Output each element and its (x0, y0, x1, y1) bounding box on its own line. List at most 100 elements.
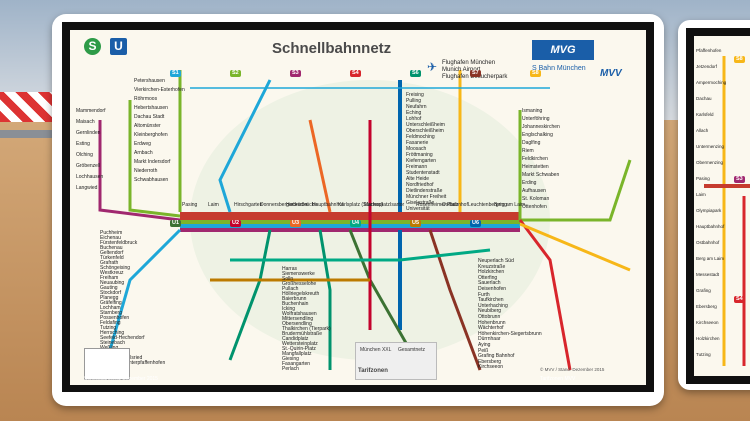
station-label[interactable]: Fürstenfeldbruck (100, 240, 138, 246)
side-station-label[interactable]: Grafing (696, 288, 711, 293)
station-label[interactable]: Sauerlach (478, 280, 501, 287)
station-label[interactable]: Pullach (282, 286, 299, 292)
side-station-label[interactable]: Karlsfeld (696, 112, 714, 117)
station-label[interactable]: Feldmoching (406, 134, 435, 140)
side-station-label[interactable]: Olympiapark (696, 208, 722, 213)
station-label[interactable]: Höhenkirchen-Siegertsbrunn (478, 330, 542, 337)
line-badge[interactable]: S1 (170, 70, 181, 77)
station-label[interactable]: Geltendorf (100, 250, 124, 256)
station-label[interactable]: Eching (406, 110, 422, 116)
station-label[interactable]: Unterschleißheim (406, 122, 445, 128)
station-label[interactable]: Lohhof (406, 116, 422, 122)
station-label[interactable]: Eichenau (100, 235, 121, 241)
line-badge[interactable]: S2 (230, 70, 241, 77)
side-station-label[interactable]: Messestadt (696, 272, 720, 277)
station-label[interactable]: Esting (76, 141, 90, 147)
station-label[interactable]: Otterfing (478, 274, 498, 281)
station-label[interactable]: Dachau Stadt (134, 114, 165, 120)
station-label[interactable]: Universität (406, 206, 430, 212)
station-label[interactable]: Gröbenzell (76, 163, 101, 169)
station-label[interactable]: Nordfriedhof (406, 182, 434, 188)
station-label[interactable]: Hebertshausen (134, 105, 168, 111)
trunk-station-label[interactable]: Marienplatz (364, 202, 390, 208)
station-label[interactable]: Olching (76, 152, 93, 158)
trunk-station-label[interactable]: Pasing (182, 202, 198, 208)
station-label[interactable]: Siemenswerke (282, 271, 315, 277)
station-label[interactable]: Harras (282, 266, 298, 272)
station-label[interactable]: Icking (282, 306, 296, 312)
side-station-label[interactable]: Holzkirchen (696, 336, 720, 341)
station-label[interactable]: Seefeld-Hechendorf (100, 335, 145, 341)
station-label[interactable]: Aufhausen (522, 188, 546, 194)
station-label[interactable]: Grafing Bahnhof (478, 353, 515, 360)
station-label[interactable]: Holzkirchen (478, 269, 505, 276)
station-label[interactable]: Thalkirchen (Tierpark) (282, 326, 331, 332)
station-label[interactable]: Obersendling (282, 321, 312, 327)
side-station-label[interactable]: Pasing (696, 176, 710, 181)
station-label[interactable]: Pulling (406, 98, 422, 104)
line-badge[interactable]: S4 (350, 70, 361, 77)
station-label[interactable]: Giesing (282, 356, 299, 362)
trunk-station-label[interactable]: Hirschgarten (234, 202, 263, 208)
station-label[interactable]: Oberschleißheim (406, 128, 444, 134)
station-label[interactable]: Giselastraße (406, 200, 435, 206)
station-label[interactable]: Herrsching (100, 330, 125, 336)
station-label[interactable]: Puchheim (100, 230, 123, 236)
station-label[interactable]: St.-Quirin-Platz (282, 346, 316, 352)
station-label[interactable]: Moosach (406, 146, 427, 152)
station-label[interactable]: Baierbrunn (282, 296, 307, 302)
station-label[interactable]: St. Koloman (522, 196, 550, 202)
station-label[interactable]: Solln (282, 276, 294, 282)
station-label[interactable]: Lochham (100, 305, 121, 311)
station-label[interactable]: Lochhausen (76, 174, 104, 180)
station-label[interactable]: Buchenau (100, 245, 123, 251)
trunk-station-label[interactable]: Isartor (390, 202, 405, 208)
side-station-label[interactable]: Ostbahnhof (696, 240, 720, 245)
station-label[interactable]: Unterföhring (522, 116, 550, 122)
side-station-label[interactable]: Berg am Laim (696, 256, 725, 261)
station-label[interactable]: Maisach (76, 119, 95, 125)
station-label[interactable]: Kieferngarten (406, 158, 437, 164)
station-label[interactable]: Altomünster (134, 123, 161, 129)
station-label[interactable]: Großhesselohe (282, 281, 317, 287)
trunk-station-label[interactable]: Berg am Laim (494, 202, 526, 208)
side-station-label[interactable]: Laim (696, 192, 706, 197)
side-station-label[interactable]: Pfaffenhofen (696, 48, 722, 53)
station-label[interactable]: Planegg (100, 295, 119, 301)
station-label[interactable]: Candidplatz (282, 336, 309, 342)
line-badge[interactable]: S6 (410, 70, 421, 77)
station-label[interactable]: Mammendorf (76, 108, 106, 114)
station-label[interactable]: Stockdorf (100, 290, 122, 296)
side-line-badge[interactable]: S4 (734, 296, 745, 303)
station-label[interactable]: Starnberg (100, 310, 122, 316)
station-label[interactable]: Petershausen (134, 78, 165, 84)
side-station-label[interactable]: Ampermoching (696, 80, 727, 85)
trunk-station-label[interactable]: Karlsplatz (Stachus) (338, 202, 383, 208)
station-label[interactable]: Erding (522, 180, 537, 186)
line-badge[interactable]: U2 (230, 220, 242, 227)
station-label[interactable]: Neufahrn (406, 104, 427, 110)
station-label[interactable]: Mangfallplatz (282, 351, 312, 357)
side-station-label[interactable]: Untermenzing (696, 144, 725, 149)
line-badge[interactable]: U3 (290, 220, 302, 227)
station-label[interactable]: Ottobrunn (478, 314, 501, 320)
line-badge[interactable]: U5 (410, 220, 422, 227)
side-station-label[interactable]: Ebersberg (696, 304, 717, 309)
station-label[interactable]: Erdweg (134, 141, 151, 147)
station-label[interactable]: Münchner Freiheit (406, 194, 447, 200)
station-label[interactable]: Mittersendling (282, 316, 314, 322)
side-station-label[interactable]: Kirchseeon (696, 320, 719, 325)
station-label[interactable]: Steinebach (100, 340, 126, 346)
side-station-label[interactable]: Dachau (696, 96, 712, 101)
station-label[interactable]: Schöngeising (100, 265, 131, 271)
station-label[interactable]: Kleinberghofen (134, 132, 168, 138)
station-label[interactable]: Dürrnhaar (478, 336, 501, 343)
station-label[interactable]: Grafrath (100, 260, 119, 266)
station-label[interactable]: Freising (406, 92, 424, 98)
station-label[interactable]: Dietlindenstraße (406, 188, 443, 194)
station-label[interactable]: Fröttmaning (406, 152, 433, 158)
station-label[interactable]: Ebersberg (478, 358, 502, 365)
station-label[interactable]: Deisenhofen (478, 286, 507, 292)
